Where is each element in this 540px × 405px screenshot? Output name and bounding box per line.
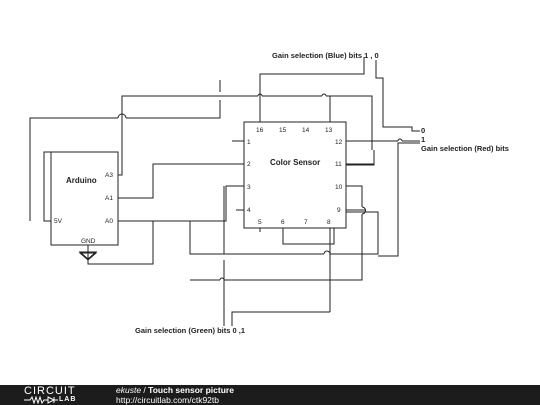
color-sensor-name: Color Sensor	[270, 158, 320, 167]
wire-5v-loop	[29, 80, 221, 222]
label-red-bit-0: 0	[421, 126, 425, 135]
sensor-pin-4: 4	[247, 207, 251, 214]
wire-sensor-10-down	[190, 185, 363, 281]
sensor-pin-12: 12	[335, 139, 343, 146]
sensor-pin-8: 8	[327, 219, 331, 226]
wires	[29, 57, 420, 326]
sensor-pin-2: 2	[247, 161, 251, 168]
sensor-pin-3: 3	[247, 184, 251, 191]
wire-red-bit-1-down	[378, 142, 420, 257]
arduino-component: Arduino A3 A1 A0 5V GND	[50, 151, 119, 246]
wire-a3-to-sensor-1	[118, 95, 375, 176]
wire-blue-bit-1	[259, 57, 365, 122]
logo-squiggle-icon	[24, 396, 58, 404]
arduino-name: Arduino	[66, 176, 97, 185]
color-sensor-body	[243, 121, 347, 229]
wire-crossing-hops	[117, 93, 403, 281]
sensor-pin-10: 10	[335, 184, 343, 191]
sensor-pin-15: 15	[279, 127, 287, 134]
logo-text-top: CIRCUIT	[24, 385, 76, 397]
color-sensor-component: Color Sensor 16 15 14 13 1 2 3 4 5 6 7 8…	[243, 121, 347, 229]
sensor-pin-13: 13	[325, 127, 333, 134]
label-blue-gain: Gain selection (Blue) bits 1 , 0	[272, 51, 379, 60]
sensor-pin-11: 11	[335, 161, 342, 168]
footer-caption: ekuste / Touch sensor picture	[116, 386, 234, 395]
label-red-bit-1: 1	[421, 135, 425, 144]
footer-bar: CIRCUIT LAB ekuste / Touch sensor pictur…	[0, 385, 540, 405]
label-red-gain: Gain selection (Red) bits	[421, 144, 509, 153]
arduino-pin-a1: A1	[105, 195, 113, 202]
sensor-pin-1: 1	[247, 139, 251, 146]
wire-a1-to-sensor-2	[118, 163, 244, 199]
sensor-pin-16: 16	[256, 127, 264, 134]
wire-gnd-bus	[87, 211, 379, 265]
sensor-pin-9: 9	[337, 207, 341, 214]
annotations: Gain selection (Blue) bits 1 , 0 0 1 Gai…	[135, 51, 509, 335]
wire-a0-to-sensor-3	[118, 185, 244, 222]
wire-green-bit-1	[231, 311, 330, 326]
wire-sensor-pin-6	[282, 228, 335, 245]
sensor-pin-14: 14	[302, 127, 310, 134]
sensor-pin-5: 5	[258, 219, 262, 226]
circuit-title: Touch sensor picture	[148, 385, 234, 395]
label-green-gain: Gain selection (Green) bits 0 ,1	[135, 326, 245, 335]
circuitlab-logo[interactable]: CIRCUIT LAB	[24, 385, 96, 405]
logo-text-bottom: LAB	[59, 396, 77, 403]
ground-symbol	[78, 252, 98, 261]
arduino-pin-gnd: GND	[81, 238, 96, 245]
arduino-pin-a0: A0	[105, 218, 113, 225]
caption-separator: /	[141, 385, 149, 395]
author-link[interactable]: ekuste	[116, 385, 142, 395]
arduino-pin-5v: 5V	[54, 218, 63, 225]
sensor-pin-7: 7	[304, 219, 308, 226]
schematic-diagram: Arduino A3 A1 A0 5V GND Color Sensor 16 …	[29, 51, 509, 335]
sensor-pin-6: 6	[281, 219, 285, 226]
wire-blue-bit-0	[375, 60, 420, 132]
arduino-body	[50, 151, 119, 246]
circuit-url-link[interactable]: http://circuitlab.com/ctk92tb	[116, 395, 219, 405]
arduino-pin-a3: A3	[105, 172, 113, 179]
